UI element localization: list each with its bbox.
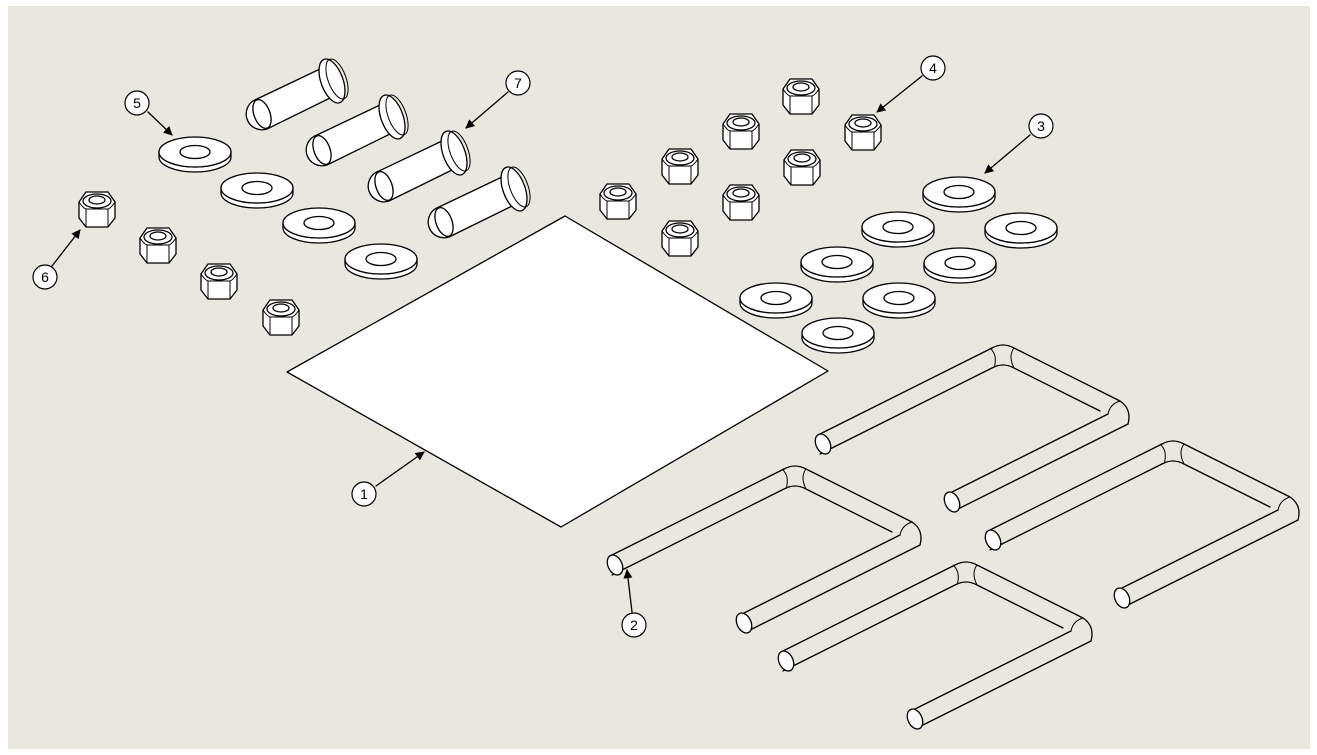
washer-part xyxy=(282,207,356,244)
nut-part xyxy=(262,299,300,336)
nut-part xyxy=(722,184,760,221)
washer-part xyxy=(158,136,232,173)
balloon-4-label: 4 xyxy=(929,60,937,76)
washer-part xyxy=(923,247,997,284)
balloon-3: 3 xyxy=(984,113,1054,174)
washer-part xyxy=(861,211,935,248)
balloon-5: 5 xyxy=(124,90,173,136)
nut-part xyxy=(782,78,820,115)
washer-part xyxy=(922,176,996,213)
plate-part xyxy=(286,215,829,528)
washer-part xyxy=(862,282,936,319)
nut-part xyxy=(661,220,699,257)
nut-part xyxy=(722,113,760,150)
balloon-2: 2 xyxy=(621,569,647,638)
nut-part xyxy=(139,227,177,264)
balloon-4: 4 xyxy=(876,55,946,113)
washer-part xyxy=(220,172,294,209)
balloon-7: 7 xyxy=(465,70,531,129)
nut-part xyxy=(783,149,821,186)
nut-part xyxy=(844,114,882,151)
washer-part xyxy=(984,212,1058,249)
balloon-7-label: 7 xyxy=(514,75,522,91)
balloon-2-label: 2 xyxy=(630,617,638,633)
balloon-6: 6 xyxy=(32,229,81,290)
nut-part xyxy=(661,148,699,185)
balloon-1-label: 1 xyxy=(360,486,368,502)
balloon-6-label: 6 xyxy=(41,269,49,285)
washer-part xyxy=(344,243,418,280)
nut-part xyxy=(200,263,238,300)
balloon-1: 1 xyxy=(351,451,425,507)
balloon-5-label: 5 xyxy=(133,95,141,111)
nut-part xyxy=(599,183,637,220)
washer-part xyxy=(800,246,874,283)
washer-part xyxy=(801,317,875,354)
washer-part xyxy=(739,282,813,319)
balloon-3-label: 3 xyxy=(1037,118,1045,134)
nut-part xyxy=(78,191,116,228)
